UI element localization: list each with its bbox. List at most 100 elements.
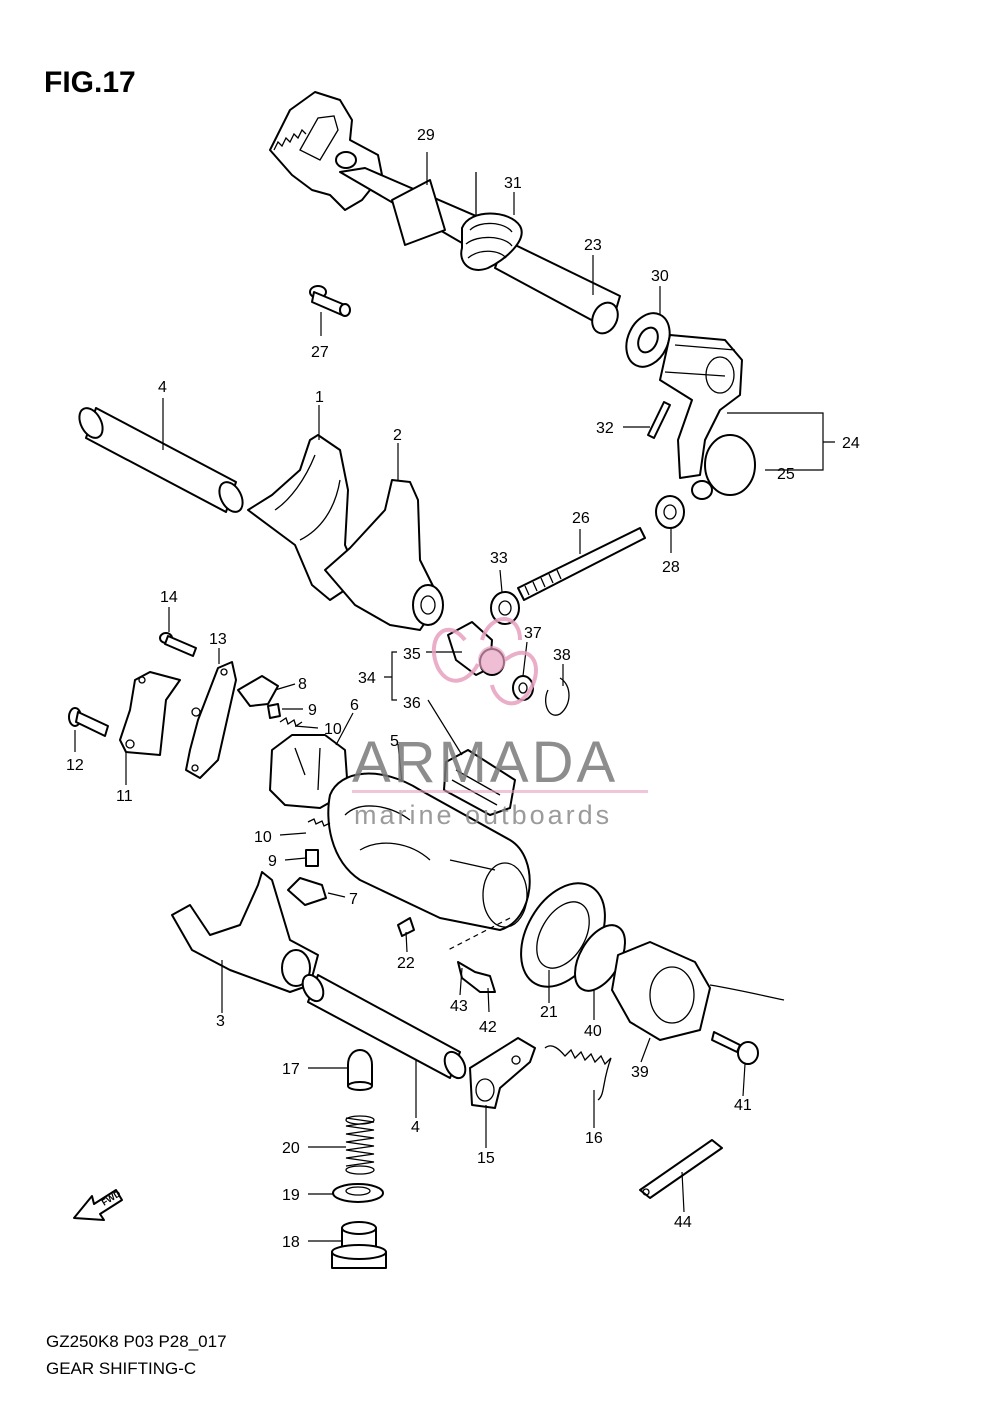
return-spring [460,172,523,271]
stopper-plate-11 [119,671,181,756]
callout-9-lower: 9 [268,853,277,870]
stud-27 [309,285,351,317]
callout-40: 40 [584,1023,602,1040]
callout-10-lower: 10 [254,829,272,846]
callout-34: 34 [358,670,376,687]
stopper-17 [347,1049,373,1091]
callout-16: 16 [585,1130,603,1147]
cam-link-assembly [447,591,570,716]
watermark-brand: ARMADA [352,730,618,795]
callout-23: 23 [584,237,602,254]
callout-36: 36 [403,695,421,712]
spring-20 [345,1115,375,1175]
strap-44 [639,1139,723,1199]
gear-position-switch [611,941,785,1041]
fwd-arrow-icon: FWD [73,1188,123,1221]
callout-4-upper: 4 [158,379,167,396]
plug-18 [331,1221,387,1269]
callout-20: 20 [282,1140,300,1157]
cam-axis-line [447,917,511,951]
rod-thread [524,569,562,596]
callout-37: 37 [524,625,542,642]
shift-fork-3 [171,871,319,993]
callout-21: 21 [540,1004,558,1021]
oil-seal-bore [637,326,659,354]
callout-38: 38 [553,647,571,664]
pin-43-42 [457,961,496,993]
shift-fork-2 [324,479,444,631]
callout-labels: 1 2 3 4 4 5 6 7 8 9 9 10 10 11 12 13 14 … [66,127,860,1251]
pawl-7 [287,877,327,906]
shift-rod [517,527,646,601]
fork-shaft-lower [301,973,467,1080]
callout-33: 33 [490,550,508,567]
callout-8: 8 [298,676,307,693]
screw-14 [159,632,197,657]
gear-shift-arm [659,334,743,479]
gear-shift-cam [327,772,531,931]
figure-code: GZ250K8 P03 P28_017 [46,1332,227,1351]
callout-30: 30 [651,268,669,285]
screw-41 [711,1031,759,1065]
callout-6: 6 [350,697,359,714]
washer-19 [332,1183,384,1203]
callout-4-lower: 4 [411,1119,420,1136]
stopper-plate-13 [185,661,237,779]
cam-plate-21-inner [536,901,590,969]
callout-31: 31 [504,175,522,192]
callout-18: 18 [282,1234,300,1251]
callout-27: 27 [311,344,329,361]
callout-29: 29 [417,127,435,144]
callout-43: 43 [450,998,468,1015]
callout-35: 35 [403,646,421,663]
callout-10-upper: 10 [324,721,342,738]
nut-28-hole [663,504,677,520]
spring-10-lower [307,818,331,827]
callout-1: 1 [315,389,324,406]
shift-arm-joint [704,434,756,496]
joint-nut [691,480,713,500]
callout-7: 7 [349,891,358,908]
nut-28 [655,495,685,529]
callout-24: 24 [842,435,860,452]
watermark-tagline: marine outboards [354,800,612,830]
callout-3: 3 [216,1013,225,1030]
callout-19: 19 [282,1187,300,1204]
leader-lines [74,152,835,1242]
shift-lever-15 [469,1037,536,1109]
washer-19-hole [345,1186,371,1196]
callout-15: 15 [477,1150,495,1167]
callout-14: 14 [160,589,178,606]
spring-16 [544,1045,612,1101]
callout-5: 5 [390,733,399,750]
pin-22 [397,917,415,937]
callout-12: 12 [66,757,84,774]
callout-41: 41 [734,1097,752,1114]
callout-39: 39 [631,1064,649,1081]
bolt-32 [647,401,671,439]
callout-25: 25 [777,466,795,483]
callout-13: 13 [209,631,227,648]
figure-title: FIG.17 [44,66,136,99]
screw-12 [68,707,109,737]
callout-17: 17 [282,1061,300,1078]
callout-26: 26 [572,510,590,527]
callout-2: 2 [393,427,402,444]
spring-10 [279,716,303,728]
pawl-8 [237,675,279,707]
callout-9-upper: 9 [308,702,317,719]
fork-shaft-upper [78,407,244,513]
watermark: ARMADA marine outboards [352,617,648,830]
callout-32: 32 [596,420,614,437]
watermark-propeller-icon [431,627,480,683]
callout-42: 42 [479,1019,497,1036]
shift-fork-1 [247,434,361,601]
callout-22: 22 [397,955,415,972]
figure-name: GEAR SHIFTING-C [46,1359,196,1378]
callout-11: 11 [116,788,133,805]
pin-9-lower [305,849,319,867]
pin-9 [267,703,281,719]
callout-28: 28 [662,559,680,576]
callout-44: 44 [674,1214,692,1231]
